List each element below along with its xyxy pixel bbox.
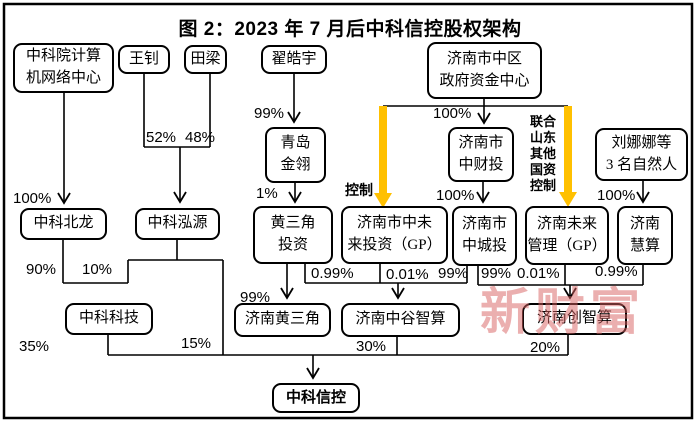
pct-hsj-jnhsj: 99% [240,289,271,306]
node-zhongke-keji: 中科科技 [65,303,153,335]
control-arrow-left-head [374,193,392,208]
node-cas-network-center: 中科院计算 机网络中心 [13,43,114,93]
label-control: 控制 [345,182,373,198]
pct-mgmt-chuang: 0.01% [517,265,560,282]
pct-tianliang: 48% [185,129,216,146]
node-jinan-weilai-mgmt: 济南未来 管理（GP） [525,206,609,265]
node-jinan-fund-center: 济南市中区 政府资金中心 [427,42,542,99]
node-jinan-caitou: 济南市 中财投 [448,127,514,182]
pct-hongyuan-xinkong: 15% [181,335,212,352]
control-highlight-arrows [374,106,577,208]
pct-chuang-xinkong: 20% [530,339,561,356]
node-zhongke-hongyuan: 中科泓源 [135,208,220,240]
pct-hongyuan-keji: 10% [82,261,113,278]
pct-cas-beilong: 100% [13,190,52,207]
node-zhai-haoyu: 翟皓宇 [261,45,327,74]
node-liu-nana: 刘娜娜等 3 名自然人 [595,128,688,181]
pct-qingdao-hsj: 1% [256,185,278,202]
node-zhongke-xinkong: 中科信控 [272,383,360,413]
figure-title: 图 2：2023 年 7 月后中科信控股权架构 [178,19,522,40]
node-tian-liang: 田梁 [184,45,227,74]
figure-border [2,2,694,420]
pct-zhai-qingdao: 99% [254,105,285,122]
pct-chengtou-chuang: 99% [481,265,512,282]
control-arrow-right-head [559,192,577,207]
pct-zhonggu-xinkong: 30% [356,338,387,355]
label-joint-control: 联合 山东 其他 国资 控制 [530,114,557,193]
node-jinan-huangsanjiao: 济南黄三角 [234,303,331,337]
pct-caitou-chengtou: 100% [436,187,475,204]
node-jinan-zhonggu: 济南中谷智算 [341,303,460,337]
node-wang-zhao: 王钊 [118,45,170,74]
pct-wangzhao: 52% [146,129,177,146]
pct-chengtou-zhonggu: 99% [438,265,469,282]
node-jinan-chuangzhisuan: 济南创智算 [522,303,627,335]
pct-fund-caitou: 100% [433,105,472,122]
node-zhongke-beilong: 中科北龙 [20,208,107,240]
pct-huisuan-chuang: 0.99% [595,263,638,280]
connector-lines [62,74,644,356]
pct-hsj-zhonggu: 0.99% [311,265,354,282]
pct-liu-huisuan: 100% [597,187,636,204]
ownership-arrows [57,74,650,380]
node-huangsanjiao-invest: 黄三角 投资 [253,206,333,264]
node-jinan-shizhong-weilai: 济南市中未 来投资（GP） [341,206,448,264]
pct-keji-xinkong: 35% [19,338,50,355]
pct-weilai-zhonggu: 0.01% [386,266,429,283]
node-qingdao-jinling: 青岛 金翎 [265,127,326,183]
node-jinan-chengtou: 济南市 中城投 [452,206,517,266]
pct-beilong-keji: 90% [26,261,57,278]
node-jinan-huisuan: 济南 慧算 [617,206,673,265]
